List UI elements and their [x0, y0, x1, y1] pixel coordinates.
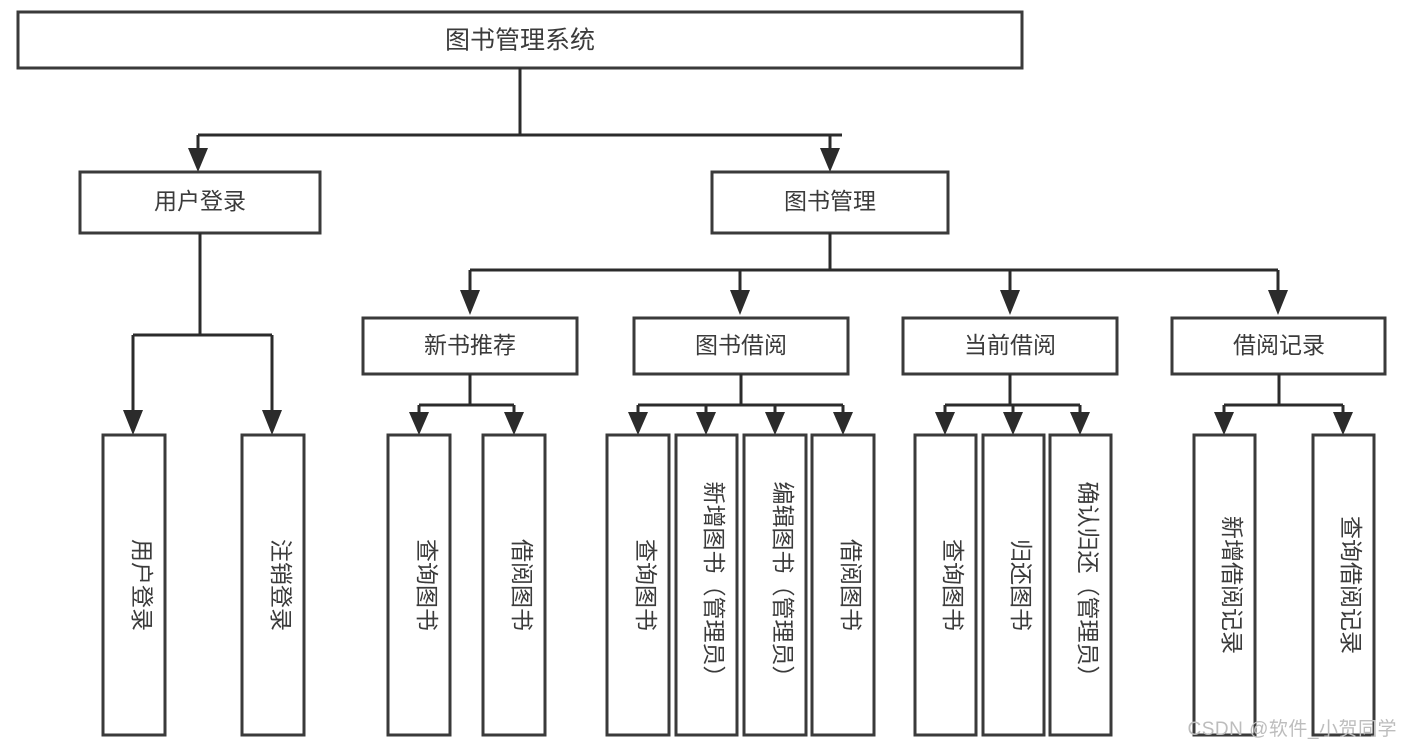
leaf-node-8[interactable]: 借阅图书: [810, 433, 876, 737]
watermark-text: CSDN @软件_小贺同学: [1187, 719, 1397, 740]
leaf-1-label: 用户登录: [129, 539, 155, 631]
leaf-node-3[interactable]: 查询图书: [386, 433, 452, 737]
arrow-to-book-manage: [820, 148, 840, 172]
leaf-11-box: [1048, 433, 1113, 737]
leaf-9-label: 查询图书: [940, 539, 966, 631]
leaf-7-box: [742, 433, 808, 737]
leaf-node-13[interactable]: 查询借阅记录: [1311, 433, 1376, 737]
leaf-2-label: 注销登录: [268, 539, 294, 631]
leaf-13-label: 查询借阅记录: [1338, 516, 1364, 654]
leaf-node-7[interactable]: 编辑图书（管理员）: [742, 433, 808, 737]
node-current-borrow[interactable]: 当前借阅: [901, 316, 1119, 376]
leaf-7-label: 编辑图书（管理员）: [770, 482, 796, 689]
connector-borrow-record-to-leaves: [1214, 374, 1353, 435]
leaf-6-label: 新增图书（管理员）: [701, 482, 727, 689]
leaf-12-label: 新增借阅记录: [1219, 516, 1245, 654]
leaf-3-label: 查询图书: [414, 539, 440, 631]
leaf-node-4[interactable]: 借阅图书: [481, 433, 547, 737]
leaf-5-label: 查询图书: [633, 539, 659, 631]
connector-book-borrow-to-leaves: [628, 374, 853, 435]
new-book-rec-label: 新书推荐: [424, 332, 516, 358]
root-label: 图书管理系统: [445, 27, 595, 55]
node-book-manage[interactable]: 图书管理: [710, 170, 950, 235]
leaf-node-11[interactable]: 确认归还（管理员）: [1048, 433, 1113, 737]
node-borrow-record[interactable]: 借阅记录: [1170, 316, 1387, 376]
leaf-12-box: [1192, 433, 1257, 737]
leaf-node-6[interactable]: 新增图书（管理员）: [674, 433, 739, 737]
leaf-8-box: [810, 433, 876, 737]
leaf-4-label: 借阅图书: [509, 539, 535, 631]
new-book-rec-box: [361, 316, 579, 376]
leaf-11-label: 确认归还（管理员）: [1075, 482, 1101, 689]
node-root[interactable]: 图书管理系统: [16, 10, 1024, 70]
connector-new-book-rec-to-leaves: [409, 374, 524, 435]
arrow-to-user-login: [188, 148, 208, 172]
leaf-node-5[interactable]: 查询图书: [605, 433, 671, 737]
leaf-1-box: [101, 433, 167, 737]
connector-current-borrow-to-leaves: [935, 374, 1090, 435]
leaf-9-box: [913, 433, 978, 737]
leaf-5-box: [605, 433, 671, 737]
connector-root-to-level2: [188, 68, 842, 172]
leaf-2-box: [240, 433, 306, 737]
current-borrow-box: [901, 316, 1119, 376]
leaf-3-box: [386, 433, 452, 737]
leaf-4-box: [481, 433, 547, 737]
leaf-node-9[interactable]: 查询图书: [913, 433, 978, 737]
user-login-box: [78, 170, 322, 235]
leaf-10-label: 归还图书: [1008, 539, 1034, 631]
user-login-label: 用户登录: [154, 188, 246, 214]
book-manage-label: 图书管理: [784, 188, 876, 214]
borrow-record-label: 借阅记录: [1233, 332, 1325, 358]
book-borrow-label: 图书借阅: [695, 332, 787, 358]
leaf-6-box: [674, 433, 739, 737]
root-box: [16, 10, 1024, 70]
leaf-node-1[interactable]: 用户登录: [101, 433, 167, 737]
leaf-8-label: 借阅图书: [838, 539, 864, 631]
leaf-node-10[interactable]: 归还图书: [981, 433, 1046, 737]
leaf-node-12[interactable]: 新增借阅记录: [1192, 433, 1257, 737]
node-user-login[interactable]: 用户登录: [78, 170, 322, 235]
leaf-10-box: [981, 433, 1046, 737]
leaf-node-2[interactable]: 注销登录: [240, 433, 306, 737]
connector-user-login-to-leaves: [123, 233, 282, 435]
current-borrow-label: 当前借阅: [964, 332, 1056, 358]
node-new-book-rec[interactable]: 新书推荐: [361, 316, 579, 376]
connector-book-manage-to-level3: [460, 233, 1288, 315]
leaf-13-box: [1311, 433, 1376, 737]
node-book-borrow[interactable]: 图书借阅: [632, 316, 850, 376]
